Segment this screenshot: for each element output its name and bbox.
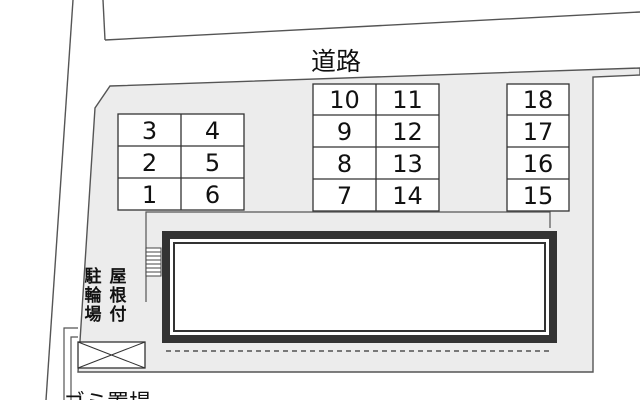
space-label: 8 [337, 150, 352, 178]
space-label: 13 [392, 150, 423, 178]
bicycle-parking: 駐 輪 場 屋 根 付 [77, 266, 146, 369]
space-label: 10 [329, 86, 360, 114]
bicycle-parking-label: 根 [110, 285, 127, 306]
space-label: 6 [205, 181, 220, 209]
space-label: 15 [523, 182, 554, 210]
bicycle-parking-label: 輪 [85, 285, 103, 306]
space-label: 3 [142, 117, 157, 145]
building-surround [145, 211, 551, 302]
road-label: 道路 [311, 47, 361, 76]
space-label: 16 [523, 150, 554, 178]
road-upper-edge [104, 11, 640, 41]
bicycle-parking-label: 場 [85, 305, 102, 325]
space-label: 1 [142, 181, 157, 209]
space-label: 18 [523, 86, 554, 114]
space-label: 9 [337, 118, 352, 146]
parking-block-a: 3 4 2 5 1 6 [117, 113, 245, 211]
space-label: 4 [205, 117, 220, 145]
road-upper-vertical [102, 0, 106, 41]
parking-block-b: 10 11 9 12 8 13 7 14 [312, 83, 440, 212]
garbage-area-label: ゴミ置場 [63, 391, 151, 400]
space-label: 2 [142, 149, 157, 177]
space-label: 17 [523, 118, 554, 146]
space-label: 11 [392, 86, 423, 114]
road-left-edge [45, 0, 74, 400]
road-lines [45, 0, 640, 400]
space-label: 5 [205, 149, 220, 177]
space-label: 12 [392, 118, 423, 146]
space-label: 14 [392, 182, 423, 210]
building [162, 231, 557, 343]
garbage-area [63, 327, 78, 400]
parking-block-c: 18 17 16 15 [506, 83, 570, 212]
bicycle-parking-label: 付 [110, 304, 127, 325]
bicycle-parking-label: 駐 [85, 266, 102, 287]
bicycle-parking-label: 屋 [110, 267, 127, 287]
space-label: 7 [337, 182, 352, 210]
